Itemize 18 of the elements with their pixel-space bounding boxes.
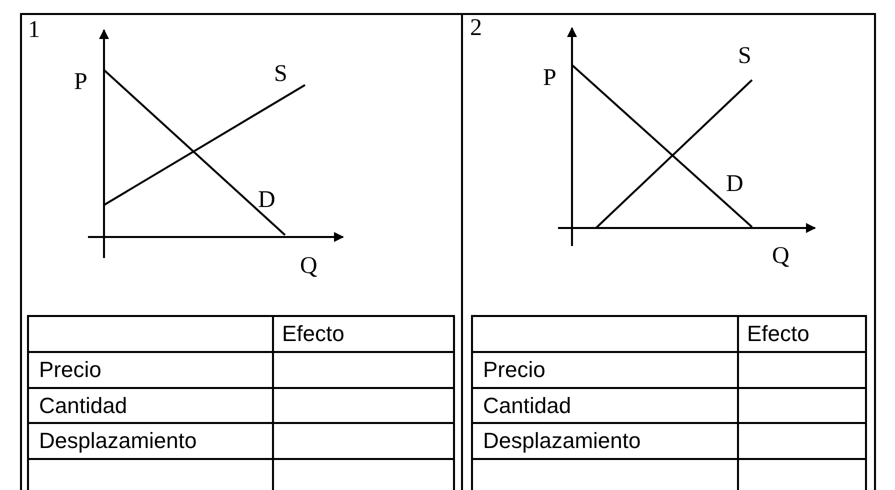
axis-label: Q <box>300 254 318 278</box>
row-header: Cantidad <box>39 394 128 418</box>
curve-label: S <box>738 44 752 68</box>
axis-label: P <box>543 66 556 90</box>
row-header: Desplazamiento <box>39 429 197 453</box>
panel-number: 2 <box>470 16 482 40</box>
column-header: Efecto <box>282 322 344 346</box>
panel-number: 1 <box>28 18 40 42</box>
column-header: Efecto <box>747 322 810 346</box>
curve-label: D <box>726 172 744 196</box>
axis-label: Q <box>772 244 790 268</box>
row-header: Cantidad <box>483 394 572 418</box>
row-header: Precio <box>483 358 546 382</box>
row-header: Precio <box>39 358 102 382</box>
curve-label: S <box>274 62 288 86</box>
curve-label: D <box>258 188 276 212</box>
row-header: Desplazamiento <box>483 429 641 453</box>
axis-label: P <box>74 70 88 94</box>
